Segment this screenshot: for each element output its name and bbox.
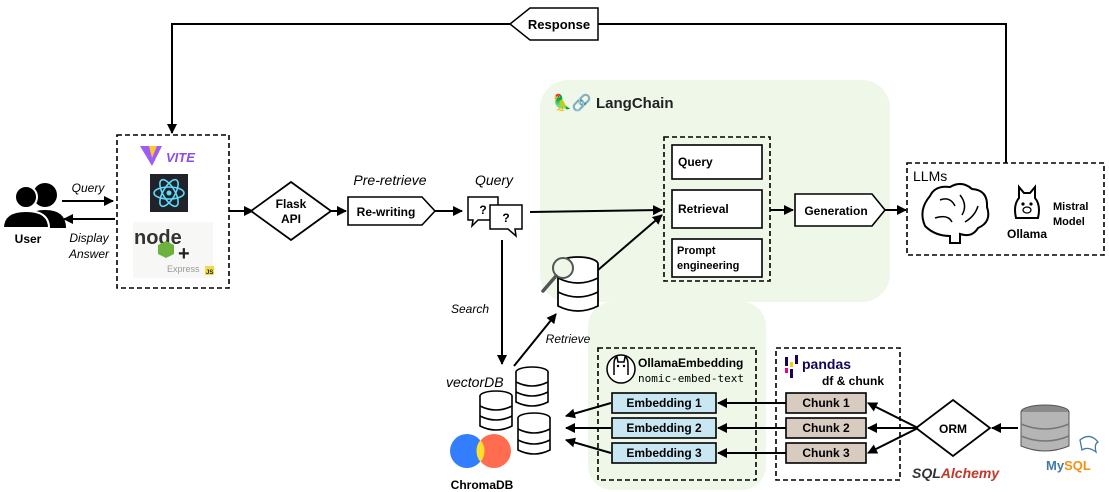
mysql-database-icon xyxy=(1020,404,1070,452)
retrieval-step-label: Retrieval xyxy=(678,202,729,216)
chromadb-logo xyxy=(450,434,511,468)
flask-api-diamond xyxy=(249,180,333,242)
embedding-box xyxy=(597,347,757,481)
query-mark-1: ? xyxy=(479,203,486,217)
chunk-items: Chunk 1 Chunk 2 Chunk 3 xyxy=(785,392,867,464)
retriever-to-retrieval-arrow xyxy=(597,214,663,271)
react-logo xyxy=(150,174,188,212)
vectordb-title: vectorDB xyxy=(446,374,504,390)
rewriting-label: Re-writing xyxy=(357,205,416,219)
pandas-subtitle: df & chunk xyxy=(822,374,884,388)
generation-box xyxy=(794,193,887,227)
sqlalchemy-logo-text: SQLAlchemy xyxy=(912,465,1000,481)
chromadb-label: ChromaDB xyxy=(451,478,514,492)
mysql-my: My xyxy=(1046,458,1065,473)
model-label: Model xyxy=(1053,216,1085,228)
ollama-icon xyxy=(1014,184,1040,219)
langchain-emoji: 🦜🔗 xyxy=(552,93,592,112)
ollama-label: Ollama xyxy=(1007,227,1047,241)
pre-retrieve-title: Pre-retrieve xyxy=(353,172,426,188)
embedding1-to-db-arrow xyxy=(565,402,612,419)
sqlalchemy-alchemy: Alchemy xyxy=(940,465,1001,481)
prompt-label: Prompt xyxy=(677,245,716,257)
chunk-label-2: Chunk 2 xyxy=(802,421,850,435)
orm-to-chunk1-arrow xyxy=(867,402,919,429)
chunk-label-1: Chunk 1 xyxy=(802,396,850,410)
user-label: User xyxy=(15,232,42,246)
query-to-langchain-arrow xyxy=(529,205,663,216)
langchain-title: LangChain xyxy=(596,95,674,112)
query-arrow-label: Query xyxy=(72,181,106,195)
vite-label: VITE xyxy=(166,150,195,165)
llms-title: LLMs xyxy=(913,168,947,184)
vite-logo: VITE xyxy=(140,146,195,166)
generation-label: Generation xyxy=(804,204,867,218)
retrieve-arrow xyxy=(513,313,557,367)
retrieval-step xyxy=(671,189,763,229)
rewriting-box xyxy=(347,196,437,226)
response-line xyxy=(598,23,1007,163)
ollama-embedding-title: OllamaEmbedding xyxy=(638,356,743,370)
embedding3-to-db-arrow xyxy=(565,437,612,454)
response-tag xyxy=(508,7,599,41)
embedding-box-3 xyxy=(611,442,717,464)
search-label: Search xyxy=(451,302,489,316)
pandas-title: pandas xyxy=(802,356,851,372)
flask-label: Flask xyxy=(276,197,307,211)
mysql-logo-text: MySQL xyxy=(1046,458,1091,473)
node-label: node xyxy=(134,227,182,249)
response-label: Response xyxy=(528,17,590,32)
embedding-model-name: nomic-embed-text xyxy=(638,372,744,385)
user-icon xyxy=(1,183,66,229)
orm-to-chunk3-arrow xyxy=(867,427,919,454)
chunk-label-3: Chunk 3 xyxy=(802,446,850,460)
query-step xyxy=(671,144,763,180)
answer-label: Answer xyxy=(68,247,110,261)
query-mark-2: ? xyxy=(502,211,509,225)
pandas-logo-icon xyxy=(785,355,798,378)
sqlalchemy-sql: SQL xyxy=(912,465,941,481)
query-bubbles-icon: ? ? xyxy=(467,196,523,238)
magnifier-icon xyxy=(541,257,574,293)
js-badge: JS xyxy=(206,270,213,276)
mysql-sql: SQL xyxy=(1064,458,1091,473)
node-express-logo: node + Express JS xyxy=(133,222,214,278)
embedding-box-1 xyxy=(611,392,717,414)
llms-box xyxy=(906,162,1105,256)
ollama-embedding-icon xyxy=(606,354,636,384)
embedding-items: Embedding 1 Embedding 2 Embedding 3 xyxy=(611,392,717,464)
display-label: Display xyxy=(69,231,109,245)
embedding-box-2 xyxy=(611,417,717,439)
node-plus: + xyxy=(178,243,190,265)
express-label: Express xyxy=(167,264,200,274)
orm-diamond xyxy=(914,398,992,458)
query-step-label: Query xyxy=(678,155,713,169)
query-title: Query xyxy=(475,172,514,188)
retrieve-label: Retrieve xyxy=(546,332,591,346)
api-label: API xyxy=(281,212,301,226)
prompt-engineering-step xyxy=(671,238,763,278)
mysql-dolphin-icon xyxy=(1079,435,1100,454)
brain-icon xyxy=(921,183,990,244)
orm-label: ORM xyxy=(939,422,967,436)
vector-database-icon xyxy=(479,366,551,455)
engineering-label: engineering xyxy=(677,260,739,272)
embedding-label-3: Embedding 3 xyxy=(626,446,702,460)
mistral-label: Mistral xyxy=(1053,201,1088,213)
embedding-label-1: Embedding 1 xyxy=(626,396,702,410)
embedding-label-2: Embedding 2 xyxy=(626,421,702,435)
response-down-line xyxy=(167,23,510,134)
